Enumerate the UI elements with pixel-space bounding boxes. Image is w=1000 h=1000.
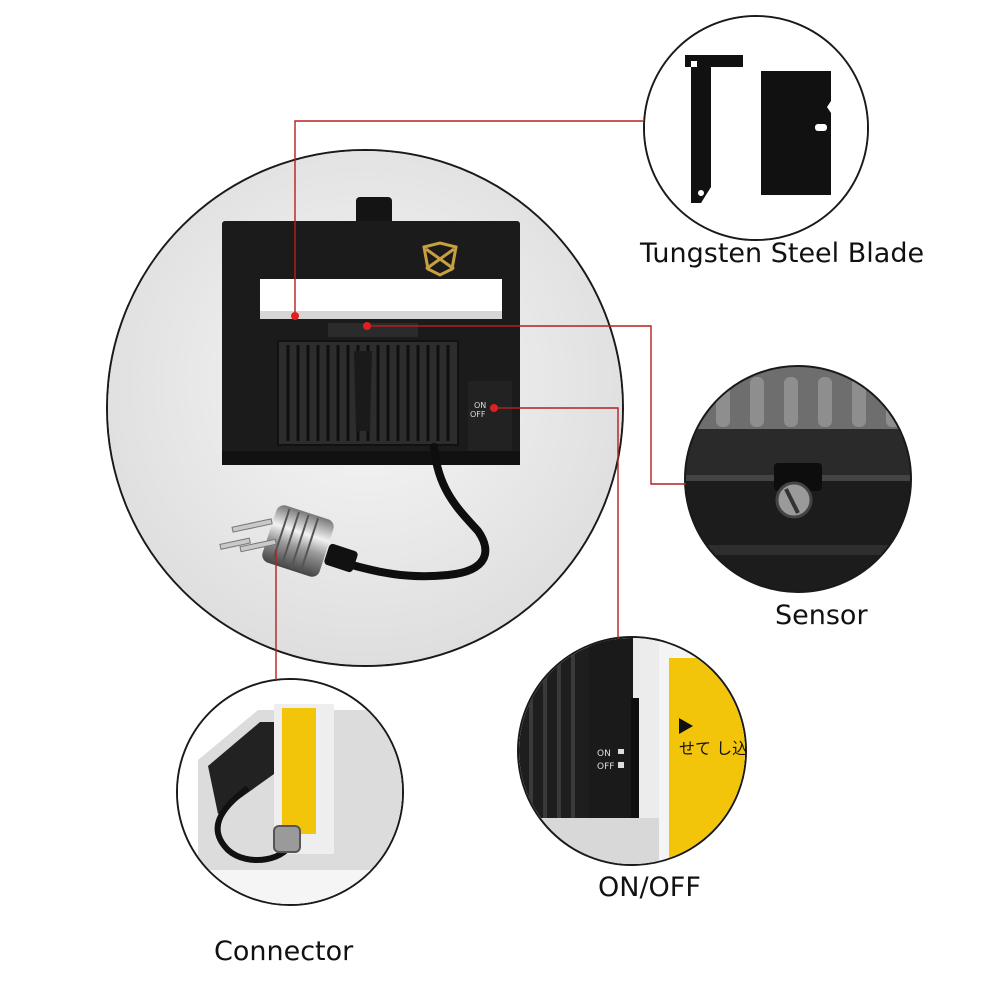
main-product-circle: ON OFF: [106, 149, 624, 667]
onoff-off-label: OFF: [597, 762, 614, 772]
blade-detail-circle: [643, 15, 869, 241]
switch-off-label: OFF: [470, 410, 486, 419]
sensor-detail-circle: [684, 365, 912, 593]
blade-photo: [645, 17, 867, 239]
connector-photo: [178, 680, 402, 904]
sensor-photo: [686, 367, 910, 591]
switch-on-label: ON: [474, 401, 486, 410]
blade-label: Tungsten Steel Blade: [640, 238, 925, 269]
onoff-photo: ON OFF せて し込: [519, 638, 745, 864]
sensor-label: Sensor: [775, 600, 868, 631]
tape-dispenser-photo: ON OFF: [108, 151, 622, 665]
connector-label: Connector: [214, 936, 354, 967]
onoff-detail-circle: ON OFF せて し込: [517, 636, 747, 866]
onoff-on-label: ON: [597, 749, 611, 759]
onoff-label: ON/OFF: [598, 872, 701, 903]
warning-sticker-text: せて し込: [679, 739, 745, 758]
connector-detail-circle: [176, 678, 404, 906]
